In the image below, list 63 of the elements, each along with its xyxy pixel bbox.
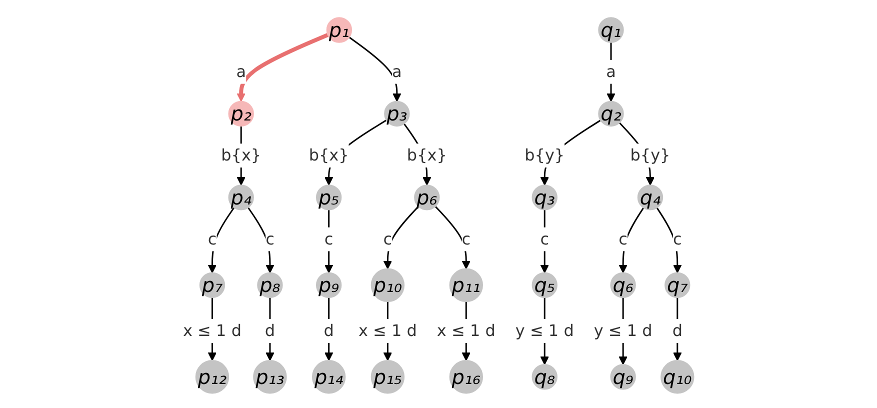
node-circle: q₃	[532, 184, 558, 210]
arrow	[266, 297, 274, 361]
edge-label: d	[265, 320, 276, 340]
edge-label: b{y}	[524, 145, 565, 164]
node-circle: q₉	[610, 364, 636, 390]
node-circle: q₈	[532, 364, 558, 390]
edge-label: b{x}	[308, 145, 349, 164]
edge-label: x ≤ 1 d	[437, 320, 496, 340]
edge-label: a	[392, 62, 402, 81]
edge-label: c	[618, 229, 628, 248]
edge-label: a	[236, 62, 246, 81]
node-circle: p₁₃	[253, 360, 287, 394]
node-circle: p₁₆	[449, 360, 484, 394]
edge-label: c	[208, 229, 217, 248]
arrow	[656, 207, 682, 274]
edge-label: b{x}	[221, 145, 262, 164]
arrow	[324, 297, 334, 361]
node-circle: p₇	[200, 272, 226, 298]
edge-label: c	[266, 229, 274, 248]
arrow	[673, 297, 682, 361]
node-circle: q₁₀	[660, 360, 694, 394]
node-circle: q₇	[664, 272, 690, 298]
edge-label: c	[673, 229, 682, 248]
node-circle: p₈	[257, 272, 283, 298]
edge-label: c	[324, 229, 334, 248]
edge-label: y ≤ 1 d	[515, 320, 574, 340]
arrow	[236, 32, 329, 102]
edge-label: c	[540, 229, 550, 248]
node-circle: p₆	[414, 184, 440, 210]
node-circle: p₁₄	[312, 360, 346, 394]
arrow	[434, 206, 471, 270]
edge-label: c	[462, 229, 471, 248]
node-circle: p₉	[316, 272, 342, 298]
edge-label: c	[383, 229, 392, 248]
edge-label: b{x}	[407, 145, 448, 164]
edge-label: a	[606, 62, 616, 81]
node-circle: p₃	[384, 100, 410, 126]
node-circle: q₆	[610, 272, 636, 298]
node-circle: q₂	[598, 100, 624, 126]
edge-label: x ≤ 1 d	[358, 320, 418, 340]
arrow	[383, 206, 420, 270]
arrow	[324, 210, 334, 274]
edge-label: d	[324, 320, 334, 340]
edge-label: y ≤ 1 d	[594, 320, 652, 340]
edge-label: b{y}	[630, 145, 670, 164]
node-circle: q₄	[638, 184, 664, 210]
node-circle: p₁₅	[370, 360, 405, 394]
node-circle: q₁	[598, 17, 624, 43]
node-circle: q₅	[532, 272, 558, 298]
node-circle: p₅	[316, 184, 342, 210]
arrow	[208, 207, 235, 274]
edge-label: x ≤ 1 d	[183, 320, 242, 340]
arrow	[348, 36, 402, 102]
node-circle: p₁₀	[370, 268, 405, 302]
node-circle: p₁	[326, 17, 352, 43]
arrow	[248, 207, 274, 274]
node-circle: p₂	[228, 100, 254, 126]
node-circle: p₁₁	[449, 268, 484, 302]
arrow	[618, 207, 644, 274]
node-circle: p₁₂	[195, 360, 230, 394]
node-circle: p₄	[228, 184, 254, 210]
arrow	[540, 210, 550, 274]
edge-label: d	[672, 320, 683, 340]
